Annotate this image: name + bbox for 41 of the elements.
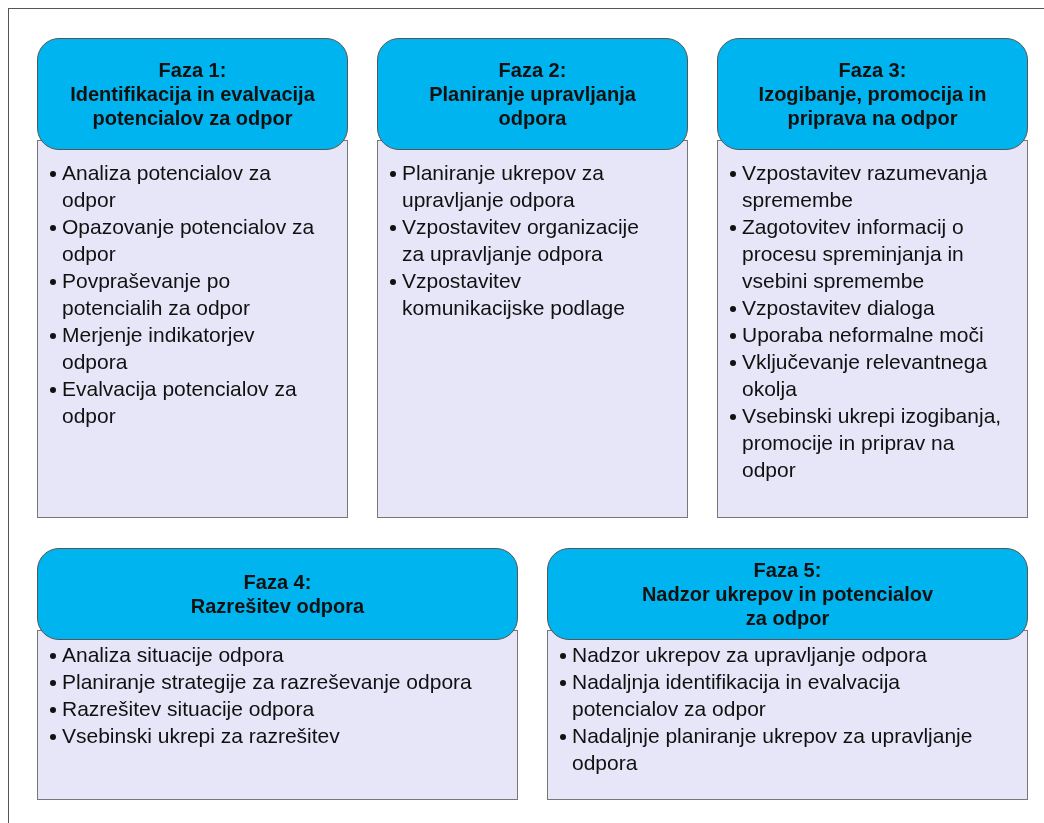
phase-header xyxy=(547,548,1028,640)
bullet-item: Uporaba neformalne moči xyxy=(718,321,1027,348)
header-text: Faza 5: xyxy=(753,558,822,582)
bullet-item: Nadaljnja identifikacija in evalvacija potencialov za odpor xyxy=(548,668,1027,722)
bullet-item: Nadzor ukrepov za upravljanje odpora xyxy=(548,641,1027,668)
header-text: Planiranje upravljanja odpora xyxy=(428,82,637,130)
bullet-item: Zagotovitev informacij o procesu spreminjanja in vsebini spremembe xyxy=(718,213,1027,294)
bullet-item: Povpraševanje po potencialih za odpor xyxy=(38,267,347,321)
bullet-item: Merjenje indikatorjev odpora xyxy=(38,321,347,375)
header-text: Faza 2: xyxy=(498,58,567,82)
bullet-item: Vzpostavitev organizacije za upravljanje odpora xyxy=(378,213,687,267)
phase-panel xyxy=(717,140,1028,518)
bullet-item: Vključevanje relevantnega okolja xyxy=(718,348,1027,402)
phase-header xyxy=(377,38,688,150)
bullet-item: Vsebinski ukrepi za razrešitev xyxy=(38,722,517,749)
header-text: Izogibanje, promocija in priprava na odpor xyxy=(757,82,988,130)
bullet-item: Vzpostavitev dialoga xyxy=(718,294,1027,321)
bullet-item: Vsebinski ukrepi izogibanja, promocije in priprav na odpor xyxy=(718,402,1027,483)
header-text: Faza 1: xyxy=(158,58,227,82)
phase-panel xyxy=(37,140,348,518)
bullet-item: Opazovanje potencialov za odpor xyxy=(38,213,347,267)
bullet-item: Planiranje ukrepov za upravljanje odpora xyxy=(378,159,687,213)
phase-header xyxy=(37,38,348,150)
header-text: Nadzor ukrepov in potencialov za odpor xyxy=(640,582,935,630)
phase-panel xyxy=(377,140,688,518)
header-text: Faza 4: xyxy=(243,570,312,594)
bullet-item: Analiza situacije odpora xyxy=(38,641,517,668)
bullet-item: Razrešitev situacije odpora xyxy=(38,695,517,722)
bullet-item: Evalvacija potencialov za odpor xyxy=(38,375,347,429)
bullet-item: Vzpostavitev razumevanja spremembe xyxy=(718,159,1027,213)
phase-panel xyxy=(37,630,518,800)
bullet-item: Planiranje strategije za razreševanje odpora xyxy=(38,668,517,695)
bullet-item: Vzpostavitev komunikacijske podlage xyxy=(378,267,687,321)
phase-header xyxy=(37,548,518,640)
phase-header xyxy=(717,38,1028,150)
bullet-item: Analiza potencialov za odpor xyxy=(38,159,347,213)
bullet-item: Nadaljnje planiranje ukrepov za upravljanje odpora xyxy=(548,722,1027,776)
header-text: Faza 3: xyxy=(838,58,907,82)
header-text: Identifikacija in evalvacija potencialov za odpor xyxy=(69,82,316,130)
phase-panel xyxy=(547,630,1028,800)
header-text: Razrešitev odpora xyxy=(190,594,365,618)
